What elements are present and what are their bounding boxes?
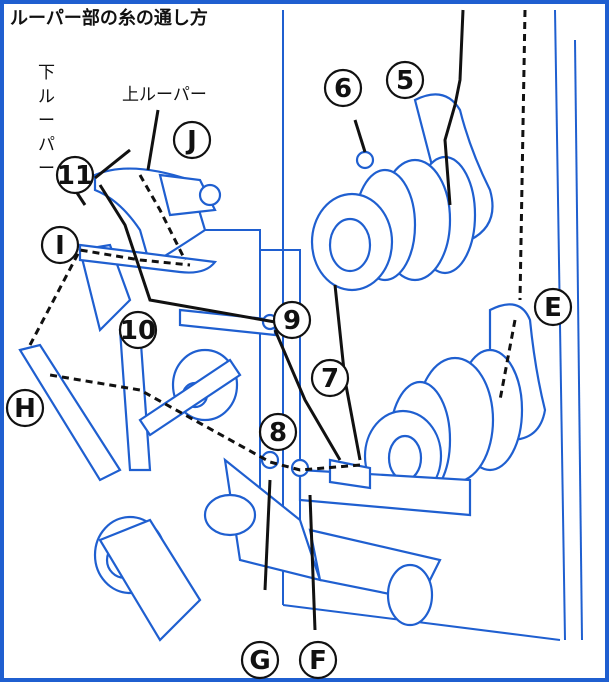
callout-e: E	[533, 287, 573, 327]
page-title: ルーパー部の糸の通し方	[10, 7, 208, 29]
looper-threads-solid	[94, 9, 465, 461]
looper-mechanism	[18, 243, 442, 642]
callout-text: 5	[396, 66, 414, 96]
callout-circle	[323, 68, 363, 108]
callout-text: 9	[283, 306, 301, 336]
upper-looper-label: 上ルーパー	[122, 85, 207, 105]
callout-h: H	[5, 388, 45, 428]
looper-threads-dashed	[28, 9, 527, 472]
lower-looper-char-5: ー	[38, 159, 55, 179]
leader-F	[308, 494, 317, 631]
callout-text: I	[55, 231, 65, 261]
callout-circle	[5, 388, 45, 428]
lower-looper-char-4: パ	[38, 135, 55, 155]
callout-circle	[118, 310, 158, 350]
callout-circle	[533, 287, 573, 327]
callout-text: 8	[269, 418, 287, 448]
leader-G	[263, 479, 272, 591]
callout-text: 11	[57, 161, 93, 191]
lower-looper-char-3: ー	[38, 111, 55, 131]
thread-guides	[178, 308, 472, 517]
callout-8: 8	[258, 412, 298, 452]
callout-g: G	[240, 640, 280, 680]
callout-text: H	[14, 394, 36, 424]
callout-10: 10	[118, 310, 158, 350]
callout-circle	[298, 640, 338, 680]
callout-j: J	[172, 120, 212, 160]
callout-text: 10	[120, 316, 156, 346]
callout-circle	[172, 120, 212, 160]
callout-circle	[40, 225, 80, 265]
callout-9: 9	[272, 300, 312, 340]
callout-i: I	[40, 225, 80, 265]
callout-text: E	[544, 293, 562, 323]
lower-looper-label: 下 ル ー パ ー	[38, 63, 55, 179]
leader-6	[353, 119, 367, 153]
callout-circle	[240, 640, 280, 680]
callout-circle	[258, 412, 298, 452]
callout-6: 6	[323, 68, 363, 108]
upper-tension-dial	[310, 93, 494, 292]
callout-circle	[310, 358, 350, 398]
callout-11: 11	[55, 155, 95, 195]
callout-text: 6	[334, 74, 352, 104]
lower-looper-char-2: ル	[38, 87, 55, 107]
callout-text: J	[185, 126, 197, 156]
callout-5: 5	[385, 60, 425, 100]
lower-tension-dial	[363, 303, 547, 503]
callout-circle	[55, 155, 95, 195]
callout-circle	[385, 60, 425, 100]
upper-looper	[93, 167, 222, 267]
leader-upper-looper	[146, 109, 160, 171]
callout-text: G	[249, 646, 270, 676]
callout-f: F	[298, 640, 338, 680]
callout-7: 7	[310, 358, 350, 398]
callout-markers: 5 6 7 8 9 10 11E F G H I J	[5, 60, 573, 680]
callout-text: F	[309, 646, 327, 676]
callout-text: 7	[321, 364, 339, 394]
callout-circle	[272, 300, 312, 340]
lower-looper-char-1: 下	[38, 63, 55, 83]
